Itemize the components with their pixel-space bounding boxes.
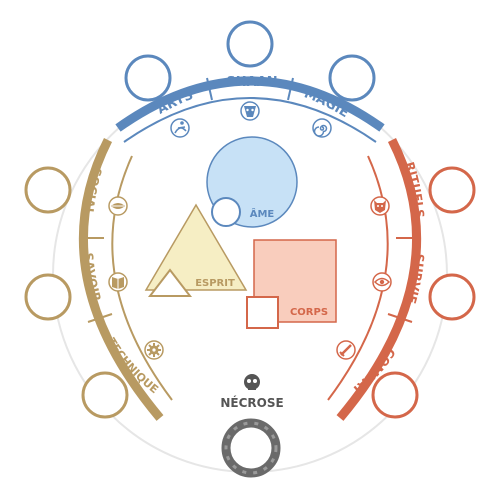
rituels-value-circle[interactable]	[428, 166, 476, 214]
savoir-label: SAVOIR	[81, 252, 104, 303]
shaan-arc-divider	[287, 77, 294, 101]
survie-label: SURVIE	[404, 253, 427, 305]
social-label: SOCIAL	[81, 166, 104, 216]
dancer-icon	[170, 118, 190, 138]
shaan-mask-icon	[240, 101, 260, 121]
technique-value-circle[interactable]	[81, 371, 129, 419]
corps-label: CORPS	[290, 307, 328, 318]
esprit-label: ESPRIT	[195, 278, 235, 289]
combat-value-circle[interactable]	[371, 371, 419, 419]
right-arc: RITUELS SURVIE COMBAT	[327, 137, 476, 421]
ame-label: ÂME	[250, 207, 275, 220]
lips-icon	[108, 196, 128, 216]
eye-icon	[372, 272, 392, 292]
shaan-label: SHAAN	[226, 75, 277, 90]
gear-icon	[144, 340, 164, 360]
necrose-label: NÉCROSE	[220, 395, 283, 410]
right-arc-divider	[387, 313, 413, 323]
skull-icon	[244, 374, 260, 390]
survie-value-circle[interactable]	[428, 273, 476, 321]
trihumains: ÂME ESPRIT CORPS	[144, 136, 337, 329]
shaan-arc-inner-line	[123, 97, 377, 143]
right-arc-band	[336, 137, 421, 421]
shaan-arc: ARTS SHAAN MAGIE	[115, 20, 385, 143]
spiral-icon	[312, 118, 332, 138]
demon-mask-icon	[370, 196, 390, 216]
book-icon	[108, 272, 128, 292]
esprit-triangle	[144, 203, 248, 291]
corps-value-square[interactable]	[246, 296, 279, 329]
magie-value-circle[interactable]	[328, 54, 376, 102]
necrose: NÉCROSE	[220, 374, 284, 478]
shaan-arc-band	[115, 76, 385, 132]
necrose-ring-texture	[224, 421, 278, 475]
ame-value-circle[interactable]	[211, 197, 241, 227]
left-arc-divider	[87, 313, 113, 323]
shaan-arc-divider	[206, 77, 213, 101]
shaan-value-circle[interactable]	[226, 20, 274, 68]
arts-value-circle[interactable]	[124, 54, 172, 102]
savoir-value-circle[interactable]	[24, 273, 72, 321]
left-arc-band	[79, 137, 164, 421]
social-value-circle[interactable]	[24, 166, 72, 214]
left-arc: SOCIAL SAVOIR TECHNIQUE	[24, 137, 173, 421]
esprit-value-triangle[interactable]	[147, 268, 193, 297]
dagger-icon	[336, 340, 356, 360]
